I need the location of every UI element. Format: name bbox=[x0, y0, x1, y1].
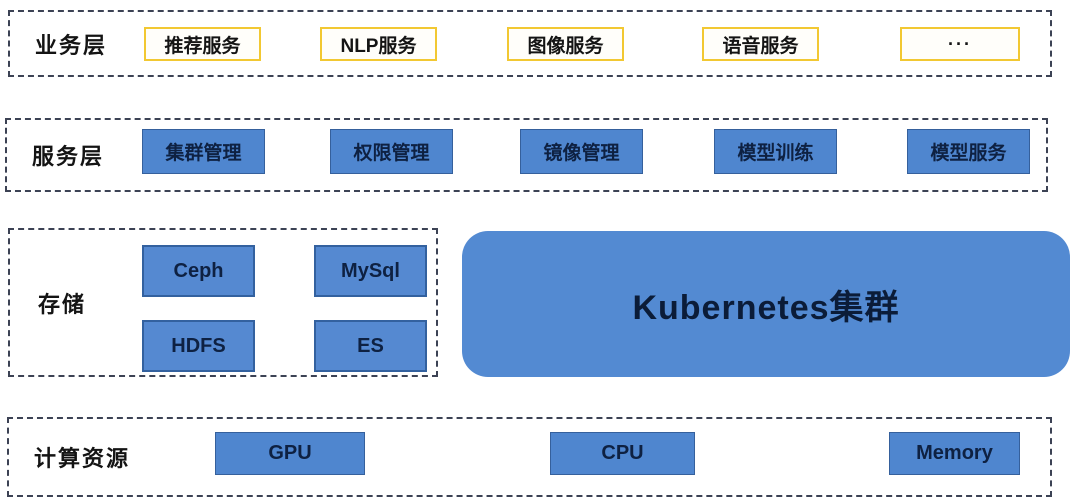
storage-box-es: ES bbox=[314, 320, 427, 372]
service-layer-container: 服务层 集群管理 权限管理 镜像管理 模型训练 模型服务 bbox=[5, 118, 1048, 192]
service-box-model-serving: 模型服务 bbox=[907, 129, 1030, 174]
service-box-permission-management: 权限管理 bbox=[330, 129, 453, 174]
business-box-image-service: 图像服务 bbox=[507, 27, 624, 61]
business-box-voice-service: 语音服务 bbox=[702, 27, 819, 61]
compute-box-memory: Memory bbox=[889, 432, 1020, 475]
service-box-image-management: 镜像管理 bbox=[520, 129, 643, 174]
storage-box-mysql: MySql bbox=[314, 245, 427, 297]
storage-box-hdfs: HDFS bbox=[142, 320, 255, 372]
business-box-ellipsis: ··· bbox=[900, 27, 1020, 61]
service-layer-label: 服务层 bbox=[32, 144, 105, 169]
storage-box-ceph: Ceph bbox=[142, 245, 255, 297]
compute-layer-label: 计算资源 bbox=[34, 446, 131, 471]
compute-box-gpu: GPU bbox=[215, 432, 365, 475]
business-box-recommend-service: 推荐服务 bbox=[144, 27, 261, 61]
compute-box-cpu: CPU bbox=[550, 432, 695, 475]
compute-layer-container: 计算资源 GPU CPU Memory bbox=[7, 417, 1052, 497]
business-layer-label: 业务层 bbox=[35, 32, 108, 58]
storage-container: 存储 Ceph MySql HDFS ES bbox=[8, 228, 438, 377]
storage-label: 存储 bbox=[38, 291, 87, 317]
kubernetes-cluster-box: Kubernetes集群 bbox=[462, 231, 1070, 377]
business-box-nlp-service: NLP服务 bbox=[320, 27, 437, 61]
service-box-model-training: 模型训练 bbox=[714, 129, 837, 174]
business-layer-container: 业务层 推荐服务 NLP服务 图像服务 语音服务 ··· bbox=[8, 10, 1052, 77]
service-box-cluster-management: 集群管理 bbox=[142, 129, 265, 174]
